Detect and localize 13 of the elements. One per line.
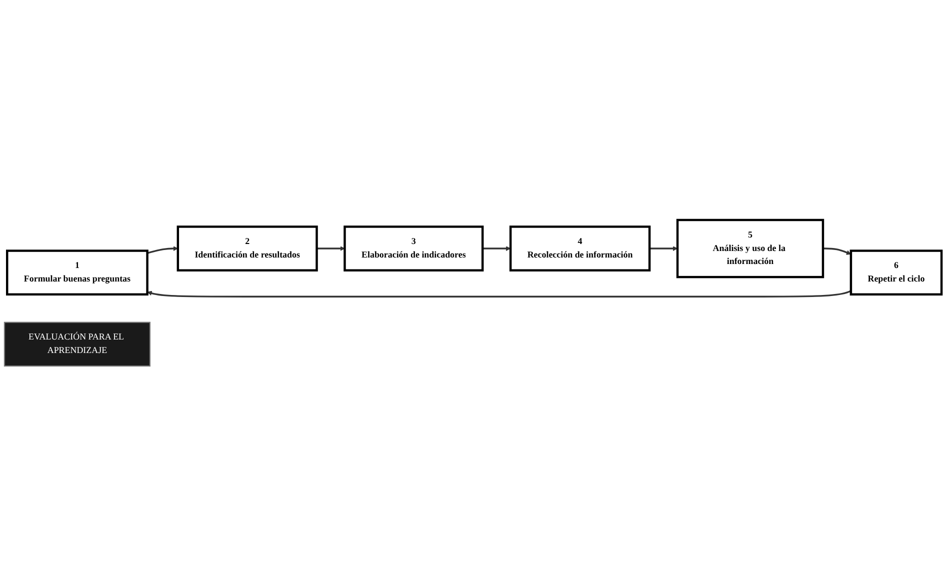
node-box: 3 Elaboración de indicadores xyxy=(344,226,484,272)
node-box: 1 Formular buenas preguntas xyxy=(6,250,148,296)
node-box: 6 Repetir el ciclo xyxy=(850,250,943,296)
node-box: EVALUACIÓN PARA EL APRENDIZAJE xyxy=(4,322,150,367)
node-box: 4 Recolección de información xyxy=(509,226,651,272)
arrow xyxy=(316,246,345,251)
arrow xyxy=(147,246,178,254)
arrow xyxy=(822,248,852,255)
node-box: 2 Identificación de resultados xyxy=(176,226,318,272)
arrow xyxy=(147,290,852,298)
arrow xyxy=(482,246,511,251)
arrow xyxy=(650,246,678,251)
node-box: 5 Análisis y uso de la información xyxy=(676,218,824,278)
